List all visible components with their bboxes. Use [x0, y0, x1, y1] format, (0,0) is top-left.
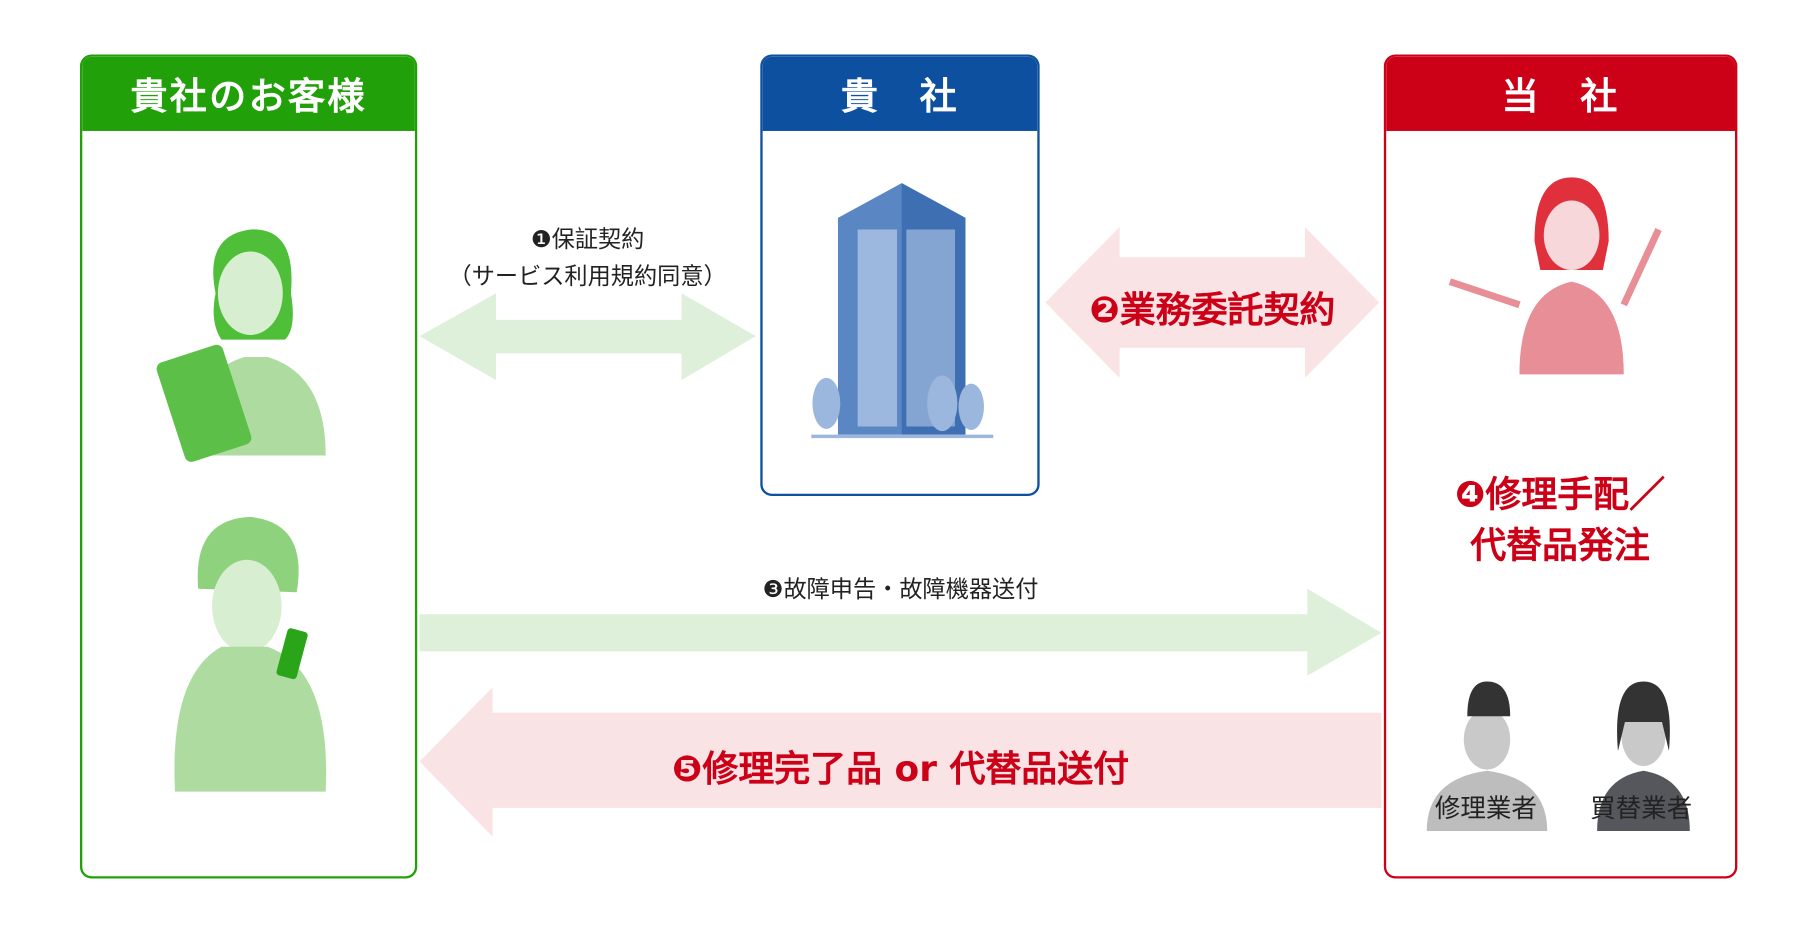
step3-label: ❸故障申告・故障機器送付 — [762, 574, 1039, 603]
step5-label: ❺修理完了品 or 代替品送付 — [671, 748, 1130, 791]
vendor-label-replacement: 買替業者 — [1590, 795, 1693, 825]
step4-label: ❹修理手配／ 代替品発注 — [1391, 469, 1729, 571]
step1-label: ❶保証契約 （サービス利用規約同意） — [420, 220, 756, 294]
woman-with-tablet-icon — [156, 229, 326, 462]
repair-worker-icon — [1426, 681, 1548, 832]
step2-label: ❷業務委託契約 — [1089, 289, 1336, 332]
office-building-icon — [811, 183, 994, 439]
step4-line1: ❹修理手配／ — [1454, 474, 1666, 516]
vendor-label-repair: 修理業者 — [1434, 795, 1537, 825]
our-company-column-title: 当 社 — [1386, 56, 1736, 131]
step1-title: ❶保証契約 — [530, 224, 645, 253]
client-column: 貴 社 — [760, 54, 1040, 497]
customer-illustrations — [156, 229, 327, 792]
call-center-operator-icon — [1448, 177, 1662, 375]
arrow-step1-bidirectional — [419, 293, 756, 381]
arrow-step3-right — [419, 588, 1382, 676]
replacement-vendor-icon — [1597, 681, 1690, 832]
our-company-column: 当 社 — [1383, 54, 1738, 879]
customer-column-title: 貴社のお客様 — [82, 56, 415, 131]
arrow-step5-left — [419, 687, 1382, 837]
customer-column: 貴社のお客様 — [79, 54, 418, 879]
operator-illustration — [1426, 177, 1690, 832]
client-column-title: 貴 社 — [762, 56, 1038, 131]
woman-with-phone-icon — [174, 516, 327, 792]
step1-subtitle: （サービス利用規約同意） — [448, 261, 727, 290]
arrow-step2-bidirectional — [1045, 227, 1380, 378]
step4-line2: 代替品発注 — [1470, 525, 1650, 567]
